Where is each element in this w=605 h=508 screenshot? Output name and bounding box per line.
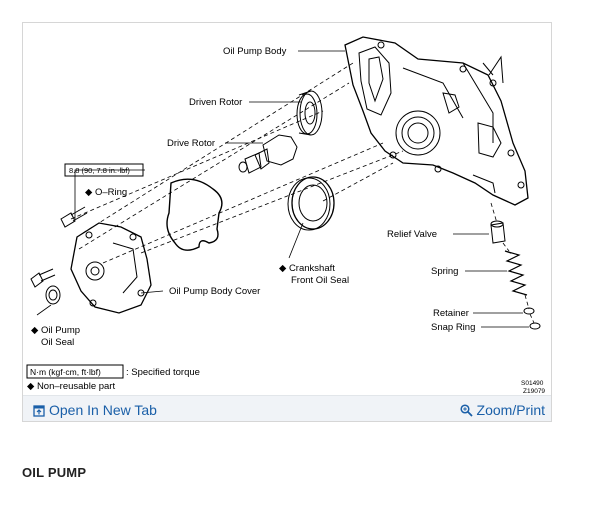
oil-pump-body-cover-part bbox=[70, 222, 152, 314]
figure-card: Oil Pump Body Driven Rotor Drive Rotor 8… bbox=[22, 22, 552, 422]
page-heading: OIL PUMP bbox=[22, 465, 87, 480]
oil-pump-body-part bbox=[344, 36, 529, 206]
figure-code-2: Z19079 bbox=[523, 388, 545, 395]
cover-bolt-upper bbox=[60, 206, 88, 228]
zoom-print-link[interactable]: Zoom/Print bbox=[459, 401, 545, 419]
label-crankshaft-seal-line2: Front Oil Seal bbox=[291, 275, 349, 286]
label-spring: Spring bbox=[431, 266, 458, 277]
legend-torque-text: : Specified torque bbox=[126, 367, 200, 378]
label-snap-ring: Snap Ring bbox=[431, 322, 475, 333]
retainer-part bbox=[523, 307, 535, 315]
cover-bolt-lower bbox=[30, 268, 56, 288]
figure-code-1: S01490 bbox=[521, 380, 544, 387]
o-ring-part bbox=[166, 178, 223, 251]
snap-ring-part bbox=[529, 322, 541, 330]
alignment-lines bbox=[70, 62, 535, 324]
crankshaft-front-oil-seal-part bbox=[287, 176, 335, 231]
label-oil-pump-seal-line1: ◆ Oil Pump bbox=[31, 325, 80, 336]
figure-toolbar: Open In New Tab Zoom/Print bbox=[23, 395, 551, 421]
label-oil-pump-body-cover: Oil Pump Body Cover bbox=[169, 286, 260, 297]
open-in-new-tab-icon bbox=[33, 405, 45, 417]
open-in-new-tab-label: Open In New Tab bbox=[49, 402, 157, 418]
label-drive-rotor: Drive Rotor bbox=[167, 138, 215, 149]
open-in-new-tab-link[interactable]: Open In New Tab bbox=[33, 401, 157, 419]
drive-rotor-part bbox=[238, 134, 298, 174]
label-oil-pump-seal-line2: Oil Seal bbox=[41, 337, 74, 348]
torque-value-box bbox=[64, 163, 144, 177]
label-o-ring: ◆ O–Ring bbox=[85, 187, 127, 198]
leader-lines bbox=[36, 50, 529, 328]
label-driven-rotor: Driven Rotor bbox=[189, 97, 242, 108]
legend-unit-text: N·m (kgf·cm, ft·lbf) bbox=[30, 367, 101, 377]
label-oil-pump-body: Oil Pump Body bbox=[223, 46, 287, 57]
label-crankshaft-seal-line1: ◆ Crankshaft bbox=[279, 263, 335, 274]
zoom-magnifier-icon bbox=[459, 404, 473, 417]
label-torque-value: 8.8 (90, 7.8 in.·lbf) bbox=[69, 166, 130, 175]
legend-unit-box bbox=[26, 364, 124, 379]
label-retainer: Retainer bbox=[433, 308, 469, 319]
label-relief-valve: Relief Valve bbox=[387, 229, 437, 240]
legend-nonreusable-text: ◆ Non–reusable part bbox=[27, 381, 115, 392]
spring-part bbox=[504, 250, 528, 296]
oil-pump-exploded-diagram: Oil Pump Body Driven Rotor Drive Rotor 8… bbox=[26, 36, 545, 395]
relief-valve-part bbox=[490, 220, 506, 244]
zoom-print-label: Zoom/Print bbox=[476, 402, 545, 418]
oil-pump-oil-seal-part bbox=[45, 285, 61, 305]
